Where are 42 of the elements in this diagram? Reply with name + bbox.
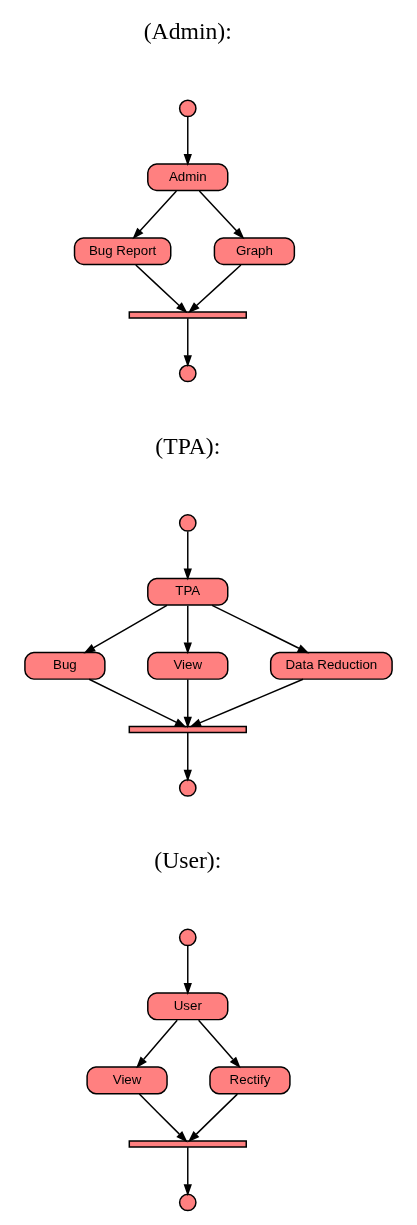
arrow [197, 1019, 241, 1069]
arrow [183, 116, 192, 166]
arrow [183, 317, 192, 368]
arrow [83, 604, 168, 654]
arrow [187, 1093, 239, 1143]
node-box: Bug Report [73, 237, 172, 266]
node-box: TPA [147, 577, 229, 606]
node-circle [178, 779, 197, 797]
node-circle [178, 99, 197, 118]
label: (Admin): [143, 18, 232, 45]
node-circle [178, 514, 197, 532]
node-box: View [147, 651, 229, 680]
node-box: Data Reduction [269, 651, 393, 680]
node-box: Bug [24, 651, 106, 680]
arrow [211, 604, 310, 654]
arrow [183, 604, 192, 655]
arrow [135, 264, 188, 314]
arrow [183, 1146, 192, 1197]
arrow [183, 945, 192, 995]
node-box: View [86, 1066, 168, 1095]
arrow [188, 264, 242, 314]
arrow [198, 190, 245, 240]
node-bar [128, 311, 247, 319]
arrow [189, 678, 304, 728]
node-box: User [147, 992, 229, 1021]
arrow [138, 1093, 188, 1143]
arrow [183, 678, 192, 729]
arrow [136, 1019, 178, 1069]
node-bar [128, 1140, 247, 1148]
node-box: Admin [147, 163, 229, 192]
node-circle [178, 1193, 197, 1212]
node-box: Rectify [209, 1066, 291, 1095]
arrow [183, 732, 192, 782]
node-bar [128, 725, 247, 734]
node-box: Graph [213, 237, 296, 266]
node-circle [178, 364, 197, 383]
label: (TPA): [155, 432, 221, 459]
arrow [88, 678, 187, 728]
arrow [132, 190, 178, 240]
label: (User): [154, 847, 222, 874]
arrow [183, 530, 192, 581]
node-circle [178, 928, 197, 947]
